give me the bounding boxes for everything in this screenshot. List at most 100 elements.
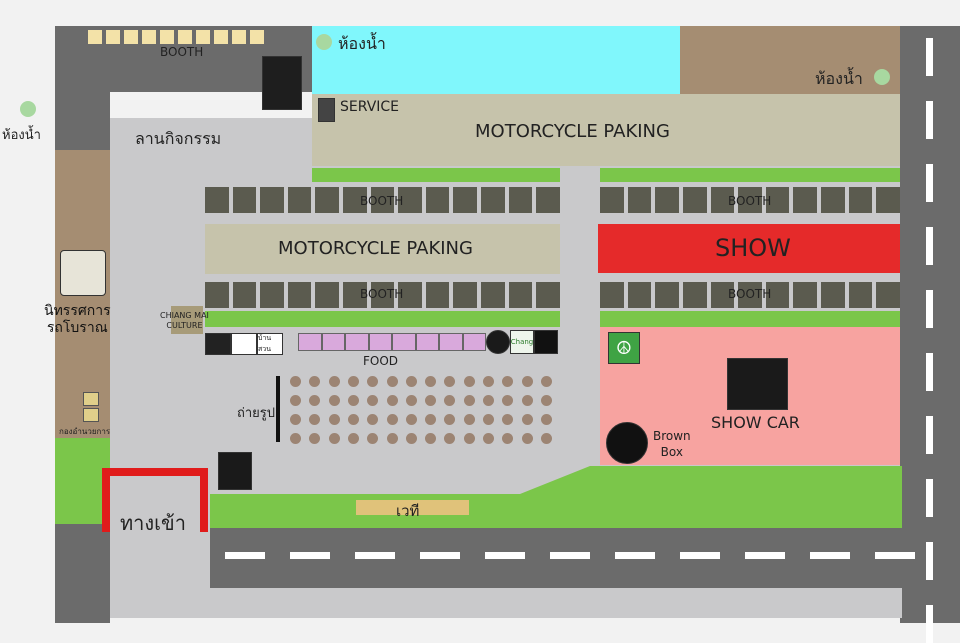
- dining-table: [444, 414, 456, 425]
- dining-table: [483, 433, 494, 444]
- staff-icon-2: [83, 408, 99, 422]
- sponsor-logo-banhom: บ้านสวน: [257, 333, 283, 355]
- road-dash: [355, 552, 395, 559]
- motorcycle-parking-top: [312, 94, 900, 166]
- activity-area-label: ลานกิจกรรม: [135, 129, 222, 148]
- booth-row-low-right: [600, 282, 901, 308]
- dining-table: [463, 376, 475, 387]
- peace-icon: ☮: [608, 332, 640, 364]
- dining-table: [540, 414, 552, 425]
- dining-table: [386, 414, 398, 425]
- dining-table: [309, 433, 321, 444]
- dining-table: [425, 376, 437, 387]
- culture-label: CHIANG MAI CULTURE: [160, 311, 209, 330]
- road-dash: [926, 542, 933, 580]
- sponsor-logo-chang: Chang: [510, 330, 534, 354]
- road-dash: [485, 552, 525, 559]
- dining-table: [290, 376, 301, 387]
- booth-row-mid-left: [205, 187, 560, 213]
- restroom-icon-right: [874, 69, 890, 85]
- booth-row-mid-right: [600, 187, 901, 213]
- grass-strip-2: [600, 168, 900, 182]
- show-car-logo: [727, 358, 788, 410]
- parking-mid-label: MOTORCYCLE PAKING: [278, 238, 473, 259]
- dining-table: [483, 395, 494, 406]
- exhaust-logo: [262, 56, 302, 110]
- dining-table: [367, 433, 379, 444]
- staff-icon-1: [83, 392, 99, 406]
- dining-table: [444, 376, 456, 387]
- entrance-lane: [110, 500, 210, 618]
- booth-low-left-label: BOOTH: [360, 287, 404, 301]
- road-dash: [420, 552, 460, 559]
- road-dash: [926, 353, 933, 391]
- dining-table: [502, 414, 514, 425]
- booth-mid-right-label: BOOTH: [728, 194, 772, 208]
- photo-wall: [276, 376, 280, 442]
- dining-table: [347, 433, 359, 444]
- sponsor-logo-1: [205, 333, 231, 355]
- dining-table: [290, 414, 301, 425]
- booth-row-low-left: [205, 282, 560, 308]
- road-dash: [745, 552, 785, 559]
- road-dash: [926, 290, 933, 328]
- restroom-top-label: ห้องน้ำ: [338, 34, 386, 53]
- museum-logo: [60, 250, 106, 296]
- dining-table: [521, 414, 533, 425]
- entrance-frame: [102, 468, 208, 532]
- stage-label: เวที: [396, 502, 420, 520]
- road-dash: [926, 227, 933, 265]
- road-dash: [926, 38, 933, 76]
- dining-table: [444, 395, 456, 406]
- dining-table: [483, 414, 494, 425]
- dining-table: [386, 376, 398, 387]
- restroom-icon-top: [316, 34, 332, 50]
- road-dash: [615, 552, 655, 559]
- dining-table: [309, 376, 321, 387]
- dining-table: [328, 395, 340, 406]
- plaza-lower-strip: [110, 588, 902, 618]
- road-dash: [225, 552, 265, 559]
- grass-strip-1: [312, 168, 560, 182]
- stage: [356, 500, 469, 515]
- dining-table: [347, 395, 359, 406]
- road-dash: [680, 552, 720, 559]
- dining-table: [328, 414, 340, 425]
- earth-area: [680, 26, 900, 94]
- dining-table: [425, 414, 437, 425]
- dining-table: [540, 433, 552, 444]
- restroom-right-label: ห้องน้ำ: [815, 69, 863, 88]
- dining-table: [502, 376, 514, 387]
- dining-table: [405, 414, 417, 425]
- dining-table: [521, 395, 533, 406]
- dining-table: [290, 433, 301, 444]
- dining-table: [367, 414, 379, 425]
- dining-table: [502, 395, 514, 406]
- dining-table: [540, 376, 552, 387]
- road-dash: [926, 605, 933, 643]
- show-car-label: SHOW CAR: [711, 413, 800, 432]
- booth-low-right-label: BOOTH: [728, 287, 772, 301]
- road-dash: [290, 552, 330, 559]
- culture-icon: [171, 306, 203, 334]
- grass-left: [55, 438, 110, 524]
- service-logo: [318, 98, 335, 122]
- road-dash: [550, 552, 590, 559]
- road-dash: [926, 164, 933, 202]
- dining-table: [347, 376, 359, 387]
- staff-label: กองอำนวยการ: [59, 427, 111, 436]
- service-label: SERVICE: [340, 99, 400, 115]
- sponsor-banhom-text: บ้านสวน: [258, 334, 272, 353]
- brown-box-logo: [606, 422, 648, 464]
- dining-table: [367, 395, 379, 406]
- dining-table: [463, 433, 475, 444]
- dining-table: [309, 414, 321, 425]
- dining-table: [483, 376, 494, 387]
- booth-top-label: BOOTH: [160, 45, 204, 59]
- dining-table: [405, 376, 417, 387]
- food-stalls: [298, 333, 486, 351]
- dining-table: [405, 395, 417, 406]
- road-dash: [926, 416, 933, 454]
- dining-table: [290, 395, 301, 406]
- dining-table: [425, 433, 437, 444]
